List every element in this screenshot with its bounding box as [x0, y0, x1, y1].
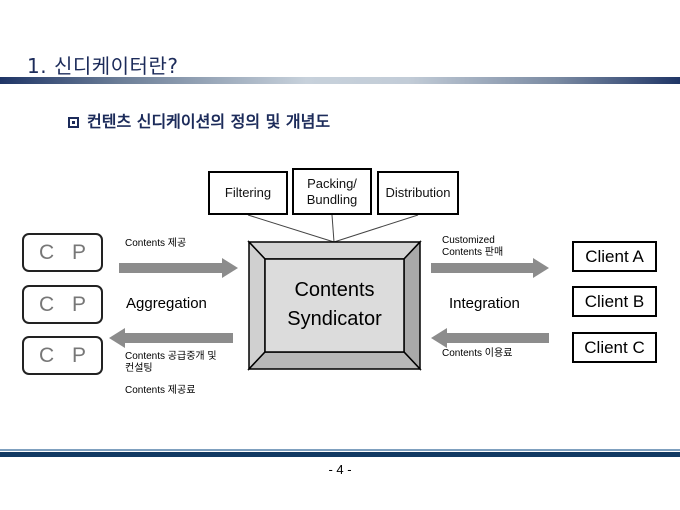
- syndicator-face: [264, 258, 405, 353]
- client-box-a: Client A: [572, 241, 657, 272]
- provider-box-2: C P: [22, 285, 103, 324]
- label-brokerage-line2: 컨설팅: [125, 363, 153, 374]
- function-box-distribution: Distribution: [377, 171, 459, 215]
- provider-box-1: C P: [22, 233, 103, 272]
- syndicator-line1: Contents: [294, 279, 375, 301]
- function-label-line2: Bundling: [306, 191, 358, 207]
- client-box-b: Client B: [572, 286, 657, 317]
- label-customized-sales: Customized Contents 판매: [442, 235, 503, 259]
- provider-box-3: C P: [22, 336, 103, 375]
- label-usage-fee: Contents 이용료: [442, 348, 513, 359]
- arrow-left-fee: [109, 328, 233, 348]
- syndicator-label: Contents Syndicator: [265, 276, 404, 334]
- function-box-packing: Packing/ Bundling: [292, 168, 372, 215]
- page-number: - 4 -: [328, 462, 352, 477]
- label-customized-line2: Contents 판매: [442, 247, 504, 258]
- label-provision-fee: Contents 제공료: [125, 385, 196, 396]
- title-divider: [0, 77, 680, 84]
- label-aggregation: Aggregation: [126, 295, 207, 312]
- page-title: 1. 신디케이터란?: [27, 54, 179, 78]
- footer-divider-thick: [0, 452, 680, 457]
- client-box-c: Client C: [572, 332, 657, 363]
- function-label: Filtering: [224, 185, 272, 200]
- function-label-line1: Packing/: [307, 175, 357, 191]
- connector-distribution: [333, 214, 419, 243]
- bevel-top: [247, 241, 422, 260]
- bevel-left: [248, 240, 266, 371]
- square-bullet-icon: [68, 117, 79, 128]
- function-label: Distribution: [385, 185, 451, 200]
- label-contents-provision: Contents 제공: [125, 238, 187, 249]
- label-brokerage-line1: Contents 공급중개 및: [125, 351, 217, 362]
- section-subtitle: 컨텐츠 신디케이션의 정의 및 개념도: [68, 108, 330, 132]
- arrow-right-provision: [119, 258, 238, 278]
- arrow-left-usage: [431, 328, 549, 348]
- arrow-right-sales: [431, 258, 549, 278]
- footer-divider-thin: [0, 449, 680, 451]
- function-box-filtering: Filtering: [208, 171, 288, 215]
- label-integration: Integration: [449, 295, 520, 312]
- syndicator-line2: Syndicator: [287, 308, 382, 330]
- label-brokerage: Contents 공급중개 및 컨설팅: [125, 351, 217, 375]
- bevel-bottom: [247, 351, 422, 370]
- syndicator-box: [247, 240, 422, 371]
- connector-filtering: [247, 214, 335, 243]
- connector-packing: [331, 214, 335, 243]
- bevel-right: [403, 240, 421, 371]
- label-customized-line1: Customized: [442, 235, 495, 246]
- subtitle-text: 컨텐츠 신디케이션의 정의 및 개념도: [87, 112, 331, 131]
